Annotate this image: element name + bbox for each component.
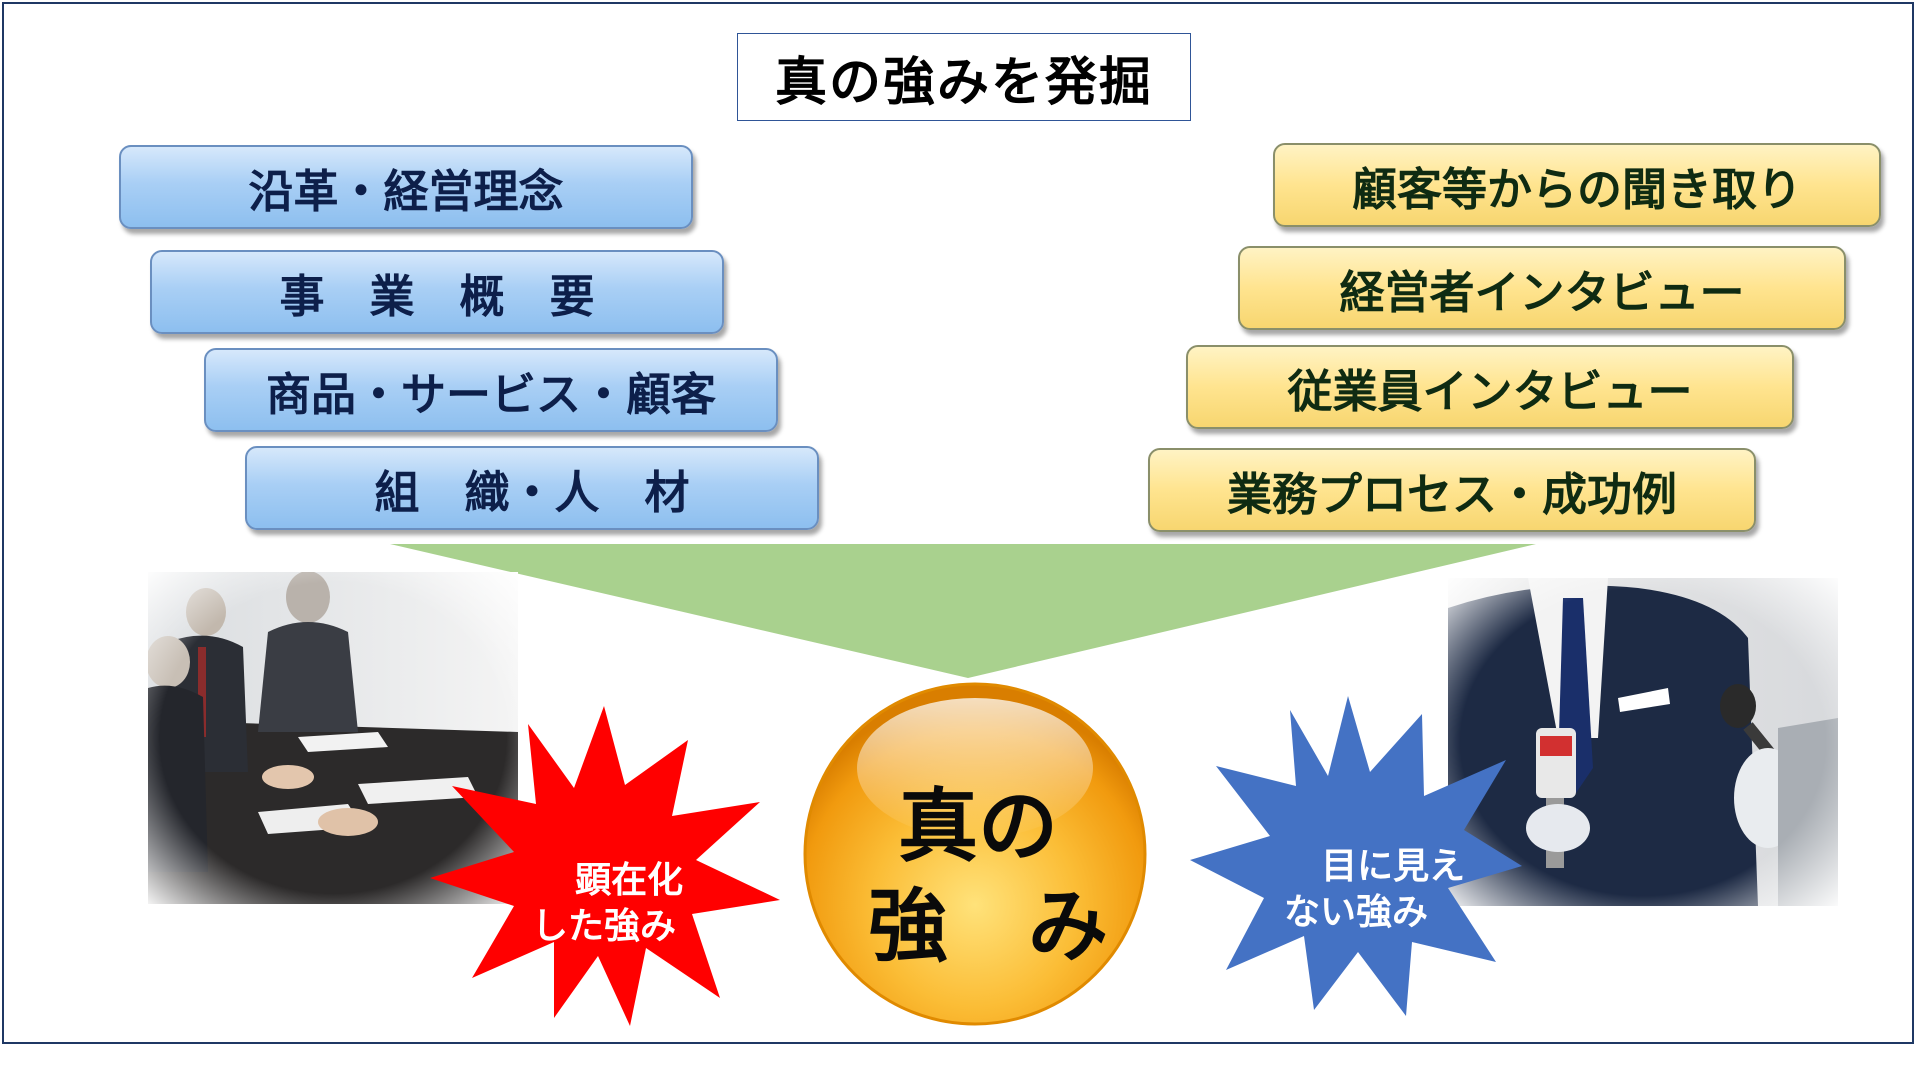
center-orb bbox=[803, 682, 1147, 1026]
right-item-label: 経営者インタビュー bbox=[1339, 265, 1745, 319]
right-item-customer-hearing: 顧客等からの聞き取り bbox=[1273, 143, 1881, 227]
left-item-label: 組 織・人 材 bbox=[374, 465, 690, 519]
burst-left-text: 顕在化した強み bbox=[524, 812, 684, 996]
right-item-manager-interview: 経営者インタビュー bbox=[1238, 246, 1846, 330]
right-item-employee-interview: 従業員インタビュー bbox=[1186, 345, 1794, 429]
center-line2: 強 み bbox=[868, 880, 1108, 973]
slide-frame bbox=[2, 2, 1914, 1044]
burst-left-line1: 顕在化 bbox=[575, 860, 684, 901]
left-item-history: 沿革・経営理念 bbox=[119, 145, 693, 229]
center-line1: 真の bbox=[898, 780, 1058, 873]
burst-right-text: 目に見えない強み bbox=[1271, 798, 1465, 982]
interview-photo bbox=[1448, 578, 1838, 906]
burst-right-line2: ない強み bbox=[1283, 892, 1428, 933]
left-item-label: 事 業 概 要 bbox=[279, 269, 595, 323]
burst-right-shape bbox=[1190, 696, 1522, 1016]
burst-right-line1: 目に見え bbox=[1321, 846, 1466, 887]
right-item-process: 業務プロセス・成功例 bbox=[1148, 448, 1756, 532]
right-item-label: 業務プロセス・成功例 bbox=[1226, 467, 1677, 521]
meeting-photo bbox=[148, 572, 518, 904]
page-title: 真の強みを発掘 bbox=[737, 33, 1191, 121]
left-item-label: 商品・サービス・顧客 bbox=[265, 367, 716, 421]
left-item-organization: 組 織・人 材 bbox=[245, 446, 819, 530]
burst-left-shape bbox=[430, 706, 780, 1026]
left-item-business-overview: 事 業 概 要 bbox=[150, 250, 724, 334]
right-item-label: 顧客等からの聞き取り bbox=[1351, 162, 1802, 216]
burst-left-line2: した強み bbox=[531, 906, 676, 947]
left-item-products: 商品・サービス・顧客 bbox=[204, 348, 778, 432]
left-item-label: 沿革・経営理念 bbox=[248, 164, 564, 218]
right-item-label: 従業員インタビュー bbox=[1287, 364, 1693, 418]
